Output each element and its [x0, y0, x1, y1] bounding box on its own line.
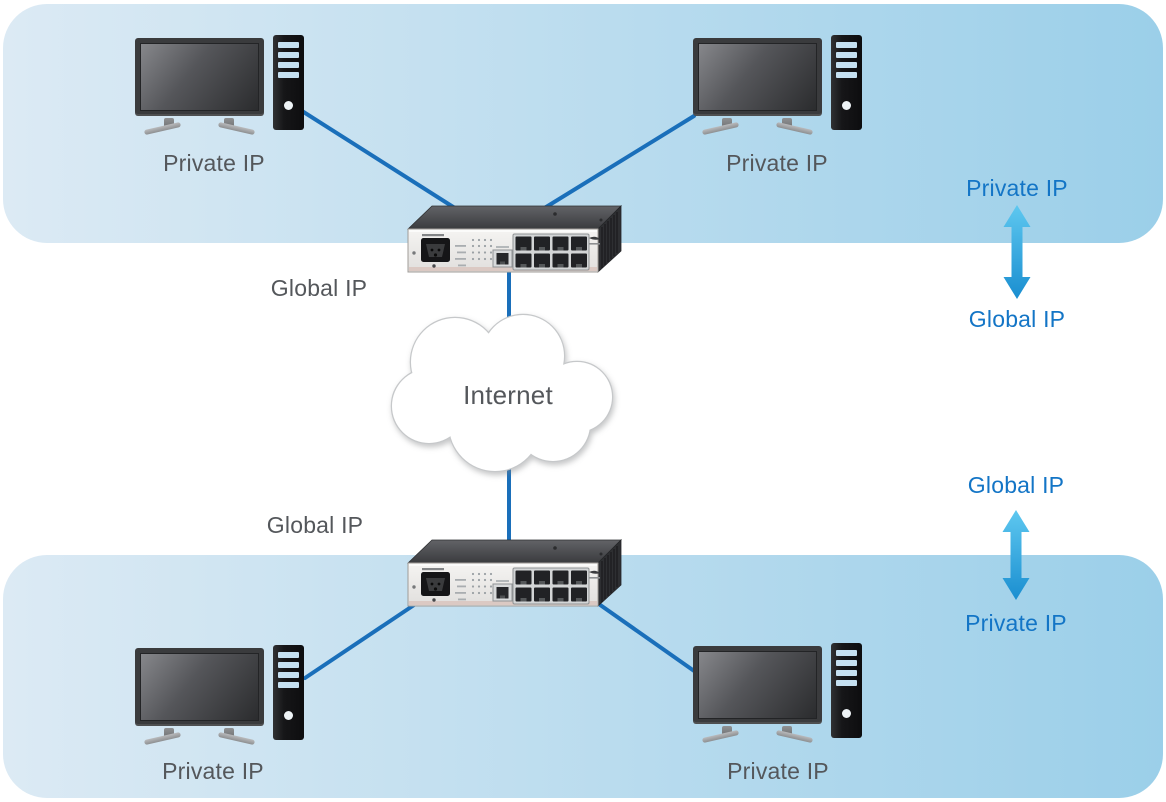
computer-tower-icon	[831, 643, 862, 738]
computer-tower-icon	[273, 645, 304, 740]
monitor-icon	[135, 38, 264, 136]
router-switch-icon-bottom	[405, 538, 623, 608]
nat-label-private-top: Private IP	[966, 175, 1068, 201]
desktop-computer-icon-bottom-right	[693, 643, 862, 774]
router-switch-icon-top	[405, 204, 623, 274]
power-button-icon	[842, 101, 851, 110]
nat-label-global-top: Global IP	[968, 306, 1066, 332]
pc-label-top-left: Private IP	[163, 150, 265, 176]
pc-label-bottom-left: Private IP	[162, 758, 264, 784]
pc-label-bottom-right: Private IP	[727, 758, 829, 784]
pc-label-top-right: Private IP	[726, 150, 828, 176]
power-button-icon	[842, 709, 851, 718]
monitor-icon	[135, 648, 264, 746]
desktop-computer-icon-bottom-left	[135, 645, 304, 776]
nat-label-global-bottom: Global IP	[967, 472, 1065, 498]
desktop-computer-icon-top-left	[135, 35, 304, 166]
router-label-top: Global IP	[270, 275, 368, 301]
monitor-icon	[693, 38, 822, 136]
nat-label-private-bottom: Private IP	[965, 610, 1067, 636]
internet-label: Internet	[463, 380, 553, 410]
desktop-computer-icon-top-right	[693, 35, 862, 166]
power-button-icon	[284, 711, 293, 720]
computer-tower-icon	[273, 35, 304, 130]
power-button-icon	[284, 101, 293, 110]
router-label-bottom: Global IP	[266, 512, 364, 538]
monitor-icon	[693, 646, 822, 744]
computer-tower-icon	[831, 35, 862, 130]
